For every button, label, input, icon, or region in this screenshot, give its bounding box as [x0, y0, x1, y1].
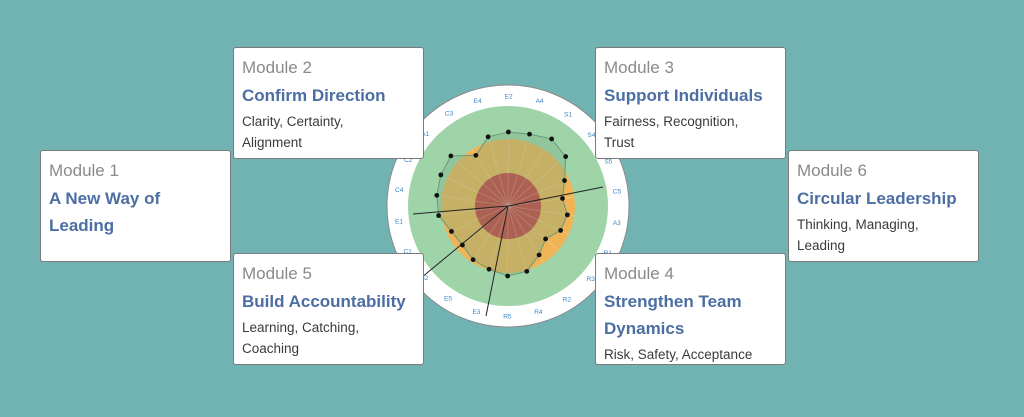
radar-axis-label: E3 — [472, 309, 480, 316]
radar-divider-line — [507, 186, 604, 207]
radar-score-point — [448, 153, 454, 159]
module-2-card[interactable]: Module 2 Confirm Direction Clarity, Cert… — [233, 47, 424, 159]
module-2-subtitle: Clarity, Certainty, Alignment — [242, 114, 344, 150]
radar-spoke — [447, 177, 509, 207]
module-1-label: Module 1 — [49, 161, 119, 180]
module-4-label: Module 4 — [604, 264, 674, 283]
radar-spoke — [507, 178, 570, 207]
radar-axis-label: S1 — [564, 111, 572, 118]
radar-score-point — [485, 134, 491, 140]
module-6-title: Circular Leadership — [797, 189, 957, 208]
radar-score-point — [470, 257, 476, 263]
radar-score-point — [562, 178, 567, 183]
radar-spoke — [507, 149, 545, 207]
radar-score-point — [564, 212, 570, 218]
radar-spoke — [507, 205, 527, 271]
radar-score-point — [436, 213, 442, 218]
radar-score-point — [527, 131, 532, 137]
radar-score-point — [524, 268, 530, 274]
radar-axis-label: A4 — [536, 98, 544, 105]
radar-score-point — [449, 229, 454, 234]
module-6-card[interactable]: Module 6 Circular Leadership Thinking, M… — [788, 150, 979, 262]
radar-spoke — [457, 161, 509, 207]
radar-spoke — [489, 141, 509, 207]
module-5-title: Build Accountability — [242, 292, 406, 311]
radar-axis-label: R3 — [587, 276, 596, 283]
radar-axis-label: A1 — [421, 131, 429, 138]
radar-score-point — [560, 196, 565, 201]
radar-score-point — [438, 172, 444, 178]
radar-axis-label: C2 — [404, 157, 413, 164]
radar-axis-label: E5 — [444, 296, 452, 303]
radar-score-point — [486, 266, 492, 272]
radar-score-point — [473, 152, 479, 158]
radar-score-point — [563, 154, 569, 159]
module-3-title: Support Individuals — [604, 86, 763, 105]
radar-spoke — [507, 205, 575, 217]
radar-score-point — [506, 129, 511, 135]
radar-score-point — [460, 242, 465, 248]
module-5-subtitle: Learning, Catching, Coaching — [242, 320, 360, 356]
radar-spoke — [507, 162, 560, 207]
radar-spoke — [471, 205, 509, 263]
module-4-subtitle: Risk, Safety, Acceptance — [604, 347, 753, 362]
radar-axis-label: S4 — [588, 132, 596, 139]
module-2-label: Module 2 — [242, 58, 312, 77]
module-4-card[interactable]: Module 4 Strengthen Team Dynamics Risk, … — [595, 253, 786, 365]
radar-score-point — [434, 192, 440, 198]
radar-score-point — [558, 227, 564, 233]
radar-axis-label: E1 — [395, 219, 403, 226]
radar-score-point — [505, 273, 511, 279]
module-5-label: Module 5 — [242, 264, 312, 283]
module-6-subtitle: Thinking, Managing, Leading — [797, 217, 919, 253]
radar-axis-label: C3 — [445, 111, 454, 118]
radar-axis-label: R5 — [503, 313, 512, 320]
radar-divider-line — [485, 205, 509, 317]
radar-spoke — [507, 205, 559, 251]
radar-axis-label: C5 — [613, 188, 622, 195]
radar-axis-label: S5 — [604, 158, 612, 165]
module-5-card[interactable]: Module 5 Build Accountability Learning, … — [233, 253, 424, 365]
radar-axis-label: R2 — [563, 296, 572, 303]
radar-spoke — [488, 205, 509, 271]
radar-score-point — [543, 236, 549, 242]
radar-score-point — [549, 136, 555, 142]
module-1-card[interactable]: Module 1 A New Way of Leading — [40, 150, 231, 262]
radar-axis-label: E2 — [505, 94, 513, 101]
radar-spoke — [471, 149, 509, 207]
radar-spoke — [446, 205, 509, 234]
module-3-card[interactable]: Module 3 Support Individuals Fairness, R… — [595, 47, 786, 159]
module-1-title: A New Way of Leading — [49, 189, 161, 235]
radar-axis-label: S2 — [420, 275, 428, 282]
module-3-label: Module 3 — [604, 58, 674, 77]
module-4-title: Strengthen Team Dynamics — [604, 292, 742, 338]
radar-spoke — [507, 141, 528, 207]
radar-spoke — [441, 205, 509, 216]
radar-score-point — [536, 252, 542, 258]
radar-divider-line — [412, 205, 509, 215]
radar-axis-label: R4 — [534, 309, 543, 316]
module-3-subtitle: Fairness, Recognition, Trust — [604, 114, 739, 150]
radar-axis-label: C1 — [404, 249, 413, 256]
radar-axis-label: E4 — [474, 98, 482, 105]
radar-axis-label: A3 — [613, 220, 621, 227]
radar-axis-label: C4 — [395, 187, 404, 194]
module-2-title: Confirm Direction — [242, 86, 386, 105]
radar-spoke — [441, 195, 509, 207]
module-6-label: Module 6 — [797, 161, 867, 180]
